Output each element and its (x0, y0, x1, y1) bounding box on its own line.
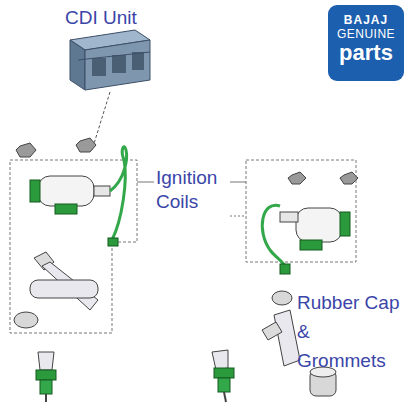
leader-line (92, 92, 110, 150)
brand-name: BAJAJ (328, 13, 404, 27)
cdi-unit (70, 30, 150, 90)
leader-line (230, 216, 246, 217)
group-outline (246, 160, 356, 262)
rubber-cap (14, 252, 98, 328)
leader-line (137, 182, 154, 183)
leader-line (230, 182, 246, 183)
part-name: Ignition Coils (156, 166, 230, 214)
ignition-coil (262, 205, 350, 274)
spark-plug (36, 350, 234, 402)
group-outline (10, 160, 137, 333)
brand-word: parts (328, 41, 404, 65)
logo-badge: BAJAJGENUINEparts (328, 5, 404, 81)
brand-tag: GENUINE (328, 27, 404, 41)
part-name: Rubber Cap & Grommets (297, 288, 403, 375)
part-name: CDI Unit (65, 6, 175, 30)
ignition-coil (30, 147, 127, 246)
